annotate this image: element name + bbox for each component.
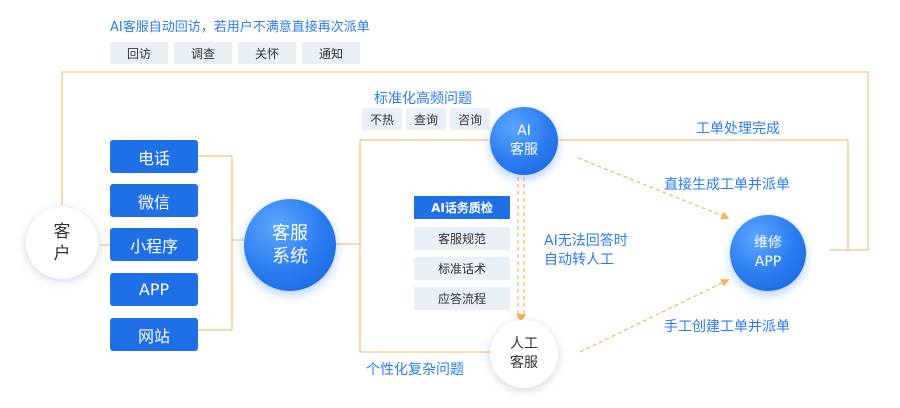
tag-survey: 调查 xyxy=(174,42,232,64)
ai-to-order-done-line xyxy=(558,139,849,251)
feedback-loop-line xyxy=(61,71,869,251)
tag-notify: 通知 xyxy=(302,42,360,64)
ai-service-node: AI 客服 xyxy=(490,107,558,175)
split-to-human-line xyxy=(359,244,492,353)
order-done-label: 工单处理完成 xyxy=(696,121,780,137)
channels-bracket-bottom xyxy=(198,240,233,331)
repair-app-node: 维修 APP xyxy=(730,215,806,291)
human-service-caption: 个性化复杂问题 xyxy=(366,362,464,378)
channel-wechat: 微信 xyxy=(110,184,198,217)
quality-item-norms: 客服规范 xyxy=(414,227,510,250)
service-system-label-2: 系统 xyxy=(272,246,308,267)
channel-app: APP xyxy=(110,273,198,306)
quality-check-title: AI话务质检 xyxy=(414,196,510,219)
ai-human-arrow-down xyxy=(516,314,526,322)
ai-service-label-1: AI xyxy=(517,123,531,139)
tag-consult: 咨询 xyxy=(450,108,490,130)
human-service-label-2: 客服 xyxy=(510,355,538,371)
ai-service-label-2: 客服 xyxy=(510,142,538,158)
auto-dispatch-label: 直接生成工单并派单 xyxy=(664,177,790,193)
service-system-label-1: 客服 xyxy=(272,223,308,244)
ai-to-repair-arrow xyxy=(577,157,730,220)
service-system-node: 客服 系统 xyxy=(244,199,336,291)
manual-dispatch-label: 手工创建工单并派单 xyxy=(664,319,790,335)
ai-fallback-line-2: 自动转人工 xyxy=(544,252,614,268)
ai-fallback-line-1: AI无法回答时 xyxy=(544,233,628,249)
channels-bracket-top xyxy=(198,155,244,241)
quality-item-process: 应答流程 xyxy=(414,287,510,310)
customer-label-1: 客 xyxy=(53,222,71,242)
human-service-node: 人工 客服 xyxy=(490,320,558,388)
human-service-label-1: 人工 xyxy=(510,336,538,352)
tag-not-hot: 不热 xyxy=(362,108,402,130)
tag-care: 关怀 xyxy=(238,42,296,64)
quality-item-script: 标准话术 xyxy=(414,257,510,280)
channel-phone: 电话 xyxy=(110,140,198,173)
channel-website: 网站 xyxy=(110,318,198,351)
tag-revisit: 回访 xyxy=(110,42,168,64)
ai-service-caption: 标准化高频问题 xyxy=(374,91,472,107)
repair-app-label-2: APP xyxy=(754,254,782,270)
tag-query: 查询 xyxy=(406,108,446,130)
customer-node: 客 户 xyxy=(26,207,98,279)
channel-mini-program: 小程序 xyxy=(110,228,198,261)
repair-app-label-1: 维修 xyxy=(754,235,782,251)
ai-fallback-label: AI无法回答时 自动转人工 xyxy=(544,232,628,270)
split-to-ai-line xyxy=(359,139,492,244)
customer-label-2: 户 xyxy=(53,244,71,264)
top-caption: AI客服自动回访，若用户不满意直接再次派单 xyxy=(110,20,370,35)
